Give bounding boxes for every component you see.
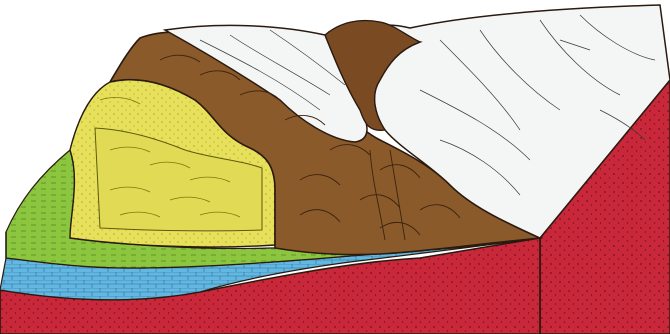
block-diagram bbox=[0, 0, 670, 334]
block-diagram-svg bbox=[0, 0, 670, 334]
